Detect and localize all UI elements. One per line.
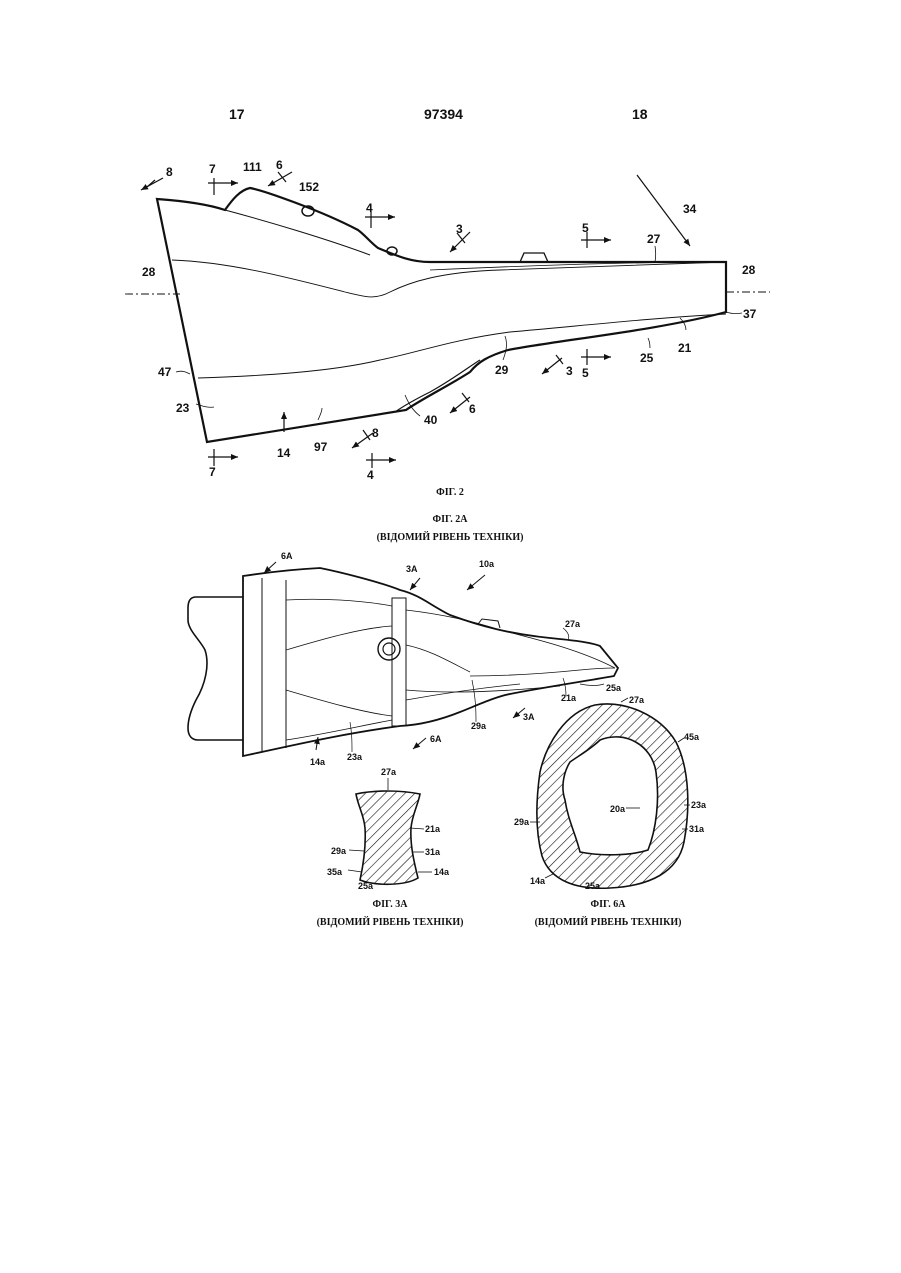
label: 6 bbox=[469, 402, 476, 416]
fig2-caption: ФІГ. 2 bbox=[400, 487, 500, 498]
label: 10a bbox=[479, 559, 495, 569]
label: 7 bbox=[209, 465, 216, 479]
label: 29a bbox=[471, 721, 487, 731]
label: 25a bbox=[606, 683, 622, 693]
fig6a-caption: ФІГ. 6А bbox=[558, 899, 658, 910]
label: 14 bbox=[277, 446, 291, 460]
label: 4 bbox=[367, 468, 374, 482]
label: 4 bbox=[366, 201, 373, 215]
figure-2a-drawing bbox=[188, 562, 618, 756]
label: 40 bbox=[424, 413, 438, 427]
label: 34 bbox=[683, 202, 697, 216]
label: 20a bbox=[610, 804, 626, 814]
figure-2-drawing bbox=[125, 172, 770, 468]
figure-3a-drawing bbox=[348, 778, 432, 884]
label: 3A bbox=[406, 564, 418, 574]
fig2a-caption: ФІГ. 2А bbox=[380, 514, 520, 525]
label: 45a bbox=[684, 732, 700, 742]
label: 25 bbox=[640, 351, 654, 365]
label: 25a bbox=[358, 881, 374, 891]
label: 29 bbox=[495, 363, 509, 377]
figure-6a-drawing bbox=[530, 698, 690, 888]
label: 27 bbox=[647, 232, 661, 246]
label: 3 bbox=[566, 364, 573, 378]
label: 7 bbox=[209, 162, 216, 176]
label: 97 bbox=[314, 440, 328, 454]
label: 21a bbox=[425, 824, 441, 834]
label: 14a bbox=[530, 876, 546, 886]
fig3a-caption: ФІГ. 3А bbox=[340, 899, 440, 910]
label: 21a bbox=[561, 693, 577, 703]
label: 23a bbox=[347, 752, 363, 762]
label: 111 bbox=[243, 160, 262, 174]
label: 3A bbox=[523, 712, 535, 722]
label: 21 bbox=[678, 341, 692, 355]
label: 28 bbox=[142, 265, 156, 279]
label: 6 bbox=[276, 158, 283, 172]
label: 6A bbox=[281, 551, 293, 561]
fig2a-subcaption: (ВІДОМИЙ РІВЕНЬ ТЕХНІКИ) bbox=[340, 532, 560, 543]
label: 27a bbox=[629, 695, 645, 705]
label: 25a bbox=[585, 881, 601, 891]
figure-2-labels: 8 7 111 6 152 4 3 5 27 34 28 28 37 21 25… bbox=[142, 158, 757, 482]
label: 6A bbox=[430, 734, 442, 744]
label: 8 bbox=[166, 165, 173, 179]
label: 35a bbox=[327, 867, 343, 877]
label: 14a bbox=[434, 867, 450, 877]
label: 8 bbox=[372, 426, 379, 440]
label: 27a bbox=[381, 767, 397, 777]
label: 14a bbox=[310, 757, 326, 767]
label: 5 bbox=[582, 366, 589, 380]
label: 5 bbox=[582, 221, 589, 235]
label: 29a bbox=[514, 817, 530, 827]
label: 47 bbox=[158, 365, 172, 379]
label: 37 bbox=[743, 307, 757, 321]
label: 29a bbox=[331, 846, 347, 856]
label: 3 bbox=[456, 222, 463, 236]
label: 23a bbox=[691, 800, 707, 810]
label: 152 bbox=[299, 180, 319, 194]
fig6a-subcaption: (ВІДОМИЙ РІВЕНЬ ТЕХНІКИ) bbox=[508, 917, 708, 928]
label: 23 bbox=[176, 401, 190, 415]
label: 27a bbox=[565, 619, 581, 629]
label: 28 bbox=[742, 263, 756, 277]
label: 31a bbox=[689, 824, 705, 834]
fig3a-subcaption: (ВІДОМИЙ РІВЕНЬ ТЕХНІКИ) bbox=[290, 917, 490, 928]
label: 31a bbox=[425, 847, 441, 857]
